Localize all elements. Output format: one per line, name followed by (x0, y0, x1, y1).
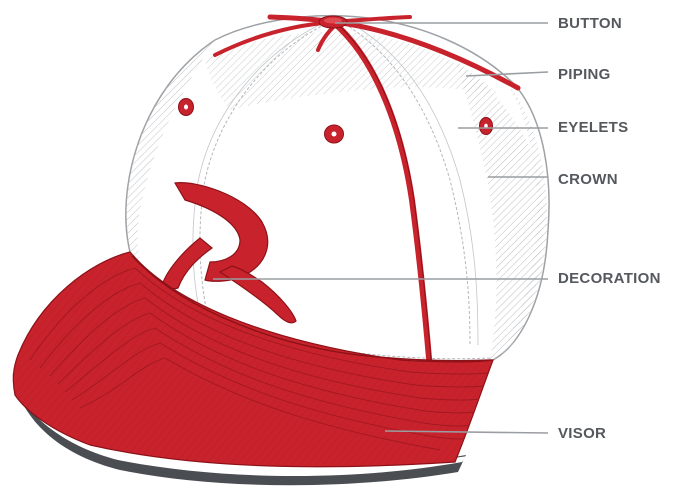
label-crown: CROWN (558, 171, 618, 189)
label-button: BUTTON (558, 15, 622, 33)
button-part (319, 16, 347, 28)
label-piping: PIPING (558, 66, 611, 84)
label-visor: VISOR (558, 425, 606, 443)
eyelet-left (179, 99, 194, 116)
label-eyelets: EYELETS (558, 119, 628, 137)
eyelet-front (325, 125, 344, 143)
label-decoration: DECORATION (558, 270, 661, 288)
eyelet-right (480, 118, 493, 135)
